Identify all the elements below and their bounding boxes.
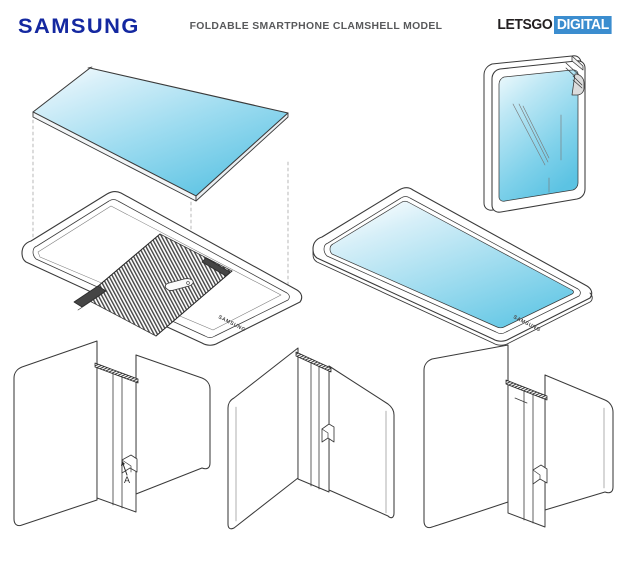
figure-open-flat-tablet: SAMSUNG bbox=[312, 187, 593, 346]
hinge-cover-strip-folded bbox=[297, 355, 330, 493]
exploded-device-body: SAMSUNG bbox=[21, 191, 303, 346]
exploded-display-panel bbox=[32, 66, 289, 202]
watermark-digital-text: DIGITAL bbox=[553, 16, 612, 34]
watermark-letsgo-text: LETSGO bbox=[497, 17, 552, 33]
figure-rear-view-folded-90 bbox=[227, 347, 395, 530]
hinge-end-cap-right bbox=[201, 257, 231, 277]
figure-rear-view-flat: A bbox=[13, 340, 211, 527]
figure-closed-clamshell bbox=[483, 55, 586, 213]
hinge-end-cap-left bbox=[73, 285, 107, 311]
hinge-cover-strip-partial bbox=[507, 383, 546, 528]
flexible-hinge-ribs bbox=[83, 233, 233, 337]
page-header: SAMSUNG FOLDABLE SMARTPHONE CLAMSHELL MO… bbox=[0, 0, 632, 48]
screen-reflection-lines bbox=[512, 103, 562, 193]
side-button-pill bbox=[164, 278, 194, 292]
samsung-logo: SAMSUNG bbox=[18, 15, 140, 38]
hinge-spine-closed bbox=[565, 55, 585, 96]
callout-a-label: A bbox=[124, 475, 130, 485]
hinge-cover-strip bbox=[96, 365, 137, 513]
figure-rear-view-partially-folded bbox=[423, 344, 614, 529]
figure-exploded-view: SAMSUNG bbox=[21, 66, 303, 346]
letsgodigital-watermark: LETSGO DIGITAL bbox=[495, 16, 614, 34]
hinge-latch-tab-folded bbox=[321, 423, 335, 443]
hinge-top-seam-folded bbox=[295, 351, 332, 373]
page-title: FOLDABLE SMARTPHONE CLAMSHELL MODEL bbox=[189, 21, 443, 32]
hinge-top-seam bbox=[94, 362, 139, 384]
hinge-top-seam-partial bbox=[505, 379, 548, 401]
hinge-latch-tab-partial bbox=[532, 464, 548, 485]
callout-a: A bbox=[121, 460, 130, 485]
hinge-latch-tab bbox=[121, 454, 138, 474]
